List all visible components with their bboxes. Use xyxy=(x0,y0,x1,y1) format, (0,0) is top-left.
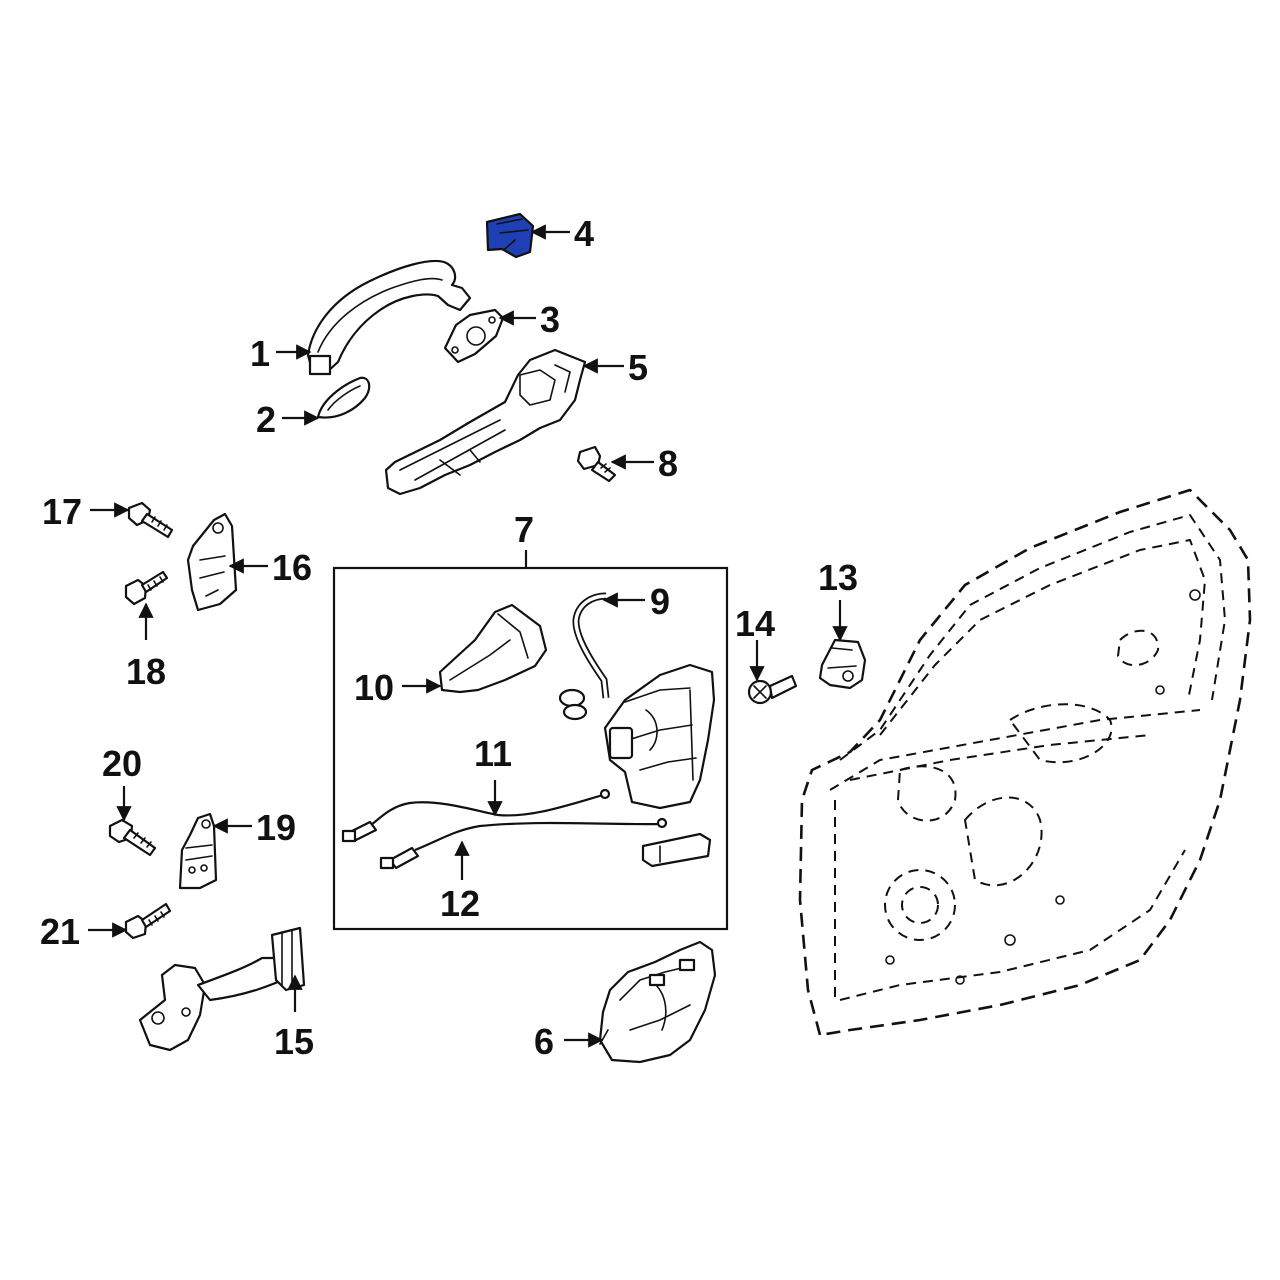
callout-15: 15 xyxy=(274,1021,314,1062)
callout-7: 7 xyxy=(514,509,534,550)
part-2-pad[interactable] xyxy=(316,376,371,419)
callout-labels: 4 1 3 5 2 8 17 16 18 7 9 10 11 12 13 14 … xyxy=(40,213,858,1062)
part-21-bolt[interactable] xyxy=(124,902,172,940)
callout-14: 14 xyxy=(735,603,775,644)
callout-13: 13 xyxy=(818,557,858,598)
callout-19: 19 xyxy=(256,807,296,848)
callout-11: 11 xyxy=(474,733,512,774)
callout-18: 18 xyxy=(126,651,166,692)
callout-3: 3 xyxy=(540,299,560,340)
part-4-handle-cover[interactable] xyxy=(485,212,535,259)
connector-clip[interactable] xyxy=(641,832,712,868)
callout-4: 4 xyxy=(574,213,594,254)
callout-5: 5 xyxy=(628,347,648,388)
part-14-screw[interactable] xyxy=(747,674,798,705)
part-20-bolt[interactable] xyxy=(108,818,157,857)
callout-16: 16 xyxy=(272,547,312,588)
callout-10: 10 xyxy=(354,667,394,708)
part-15-door-check[interactable] xyxy=(138,926,306,1052)
part-18-bolt[interactable] xyxy=(124,570,169,606)
part-16-bracket[interactable] xyxy=(186,512,238,612)
assembly-7-box xyxy=(332,566,729,931)
part-13-striker[interactable] xyxy=(818,638,867,690)
part-9-rod[interactable] xyxy=(572,592,610,699)
part-3-gasket[interactable] xyxy=(443,308,505,364)
leader-lines xyxy=(88,224,848,1048)
callout-9: 9 xyxy=(650,581,670,622)
callout-1: 1 xyxy=(250,333,270,374)
part-11-cable[interactable] xyxy=(341,788,611,843)
callout-12: 12 xyxy=(440,883,480,924)
callout-8: 8 xyxy=(658,443,678,484)
callout-17: 17 xyxy=(42,491,82,532)
callout-6: 6 xyxy=(534,1021,554,1062)
part-17-bolt[interactable] xyxy=(127,501,174,539)
callout-2: 2 xyxy=(256,399,276,440)
part-5-handle-frame[interactable] xyxy=(384,348,587,496)
part-19-bracket[interactable] xyxy=(178,812,218,890)
callout-20: 20 xyxy=(102,743,142,784)
part-6-inside-handle[interactable] xyxy=(598,940,717,1064)
grommet[interactable] xyxy=(558,688,588,721)
door-latch[interactable] xyxy=(603,663,716,810)
part-10-cover[interactable] xyxy=(438,603,548,694)
part-12-cable[interactable] xyxy=(379,817,668,870)
callout-21: 21 xyxy=(40,911,80,952)
part-8-bolt[interactable] xyxy=(576,445,617,483)
door-shell xyxy=(798,488,1252,1037)
part-1-outside-handle[interactable] xyxy=(306,259,472,376)
